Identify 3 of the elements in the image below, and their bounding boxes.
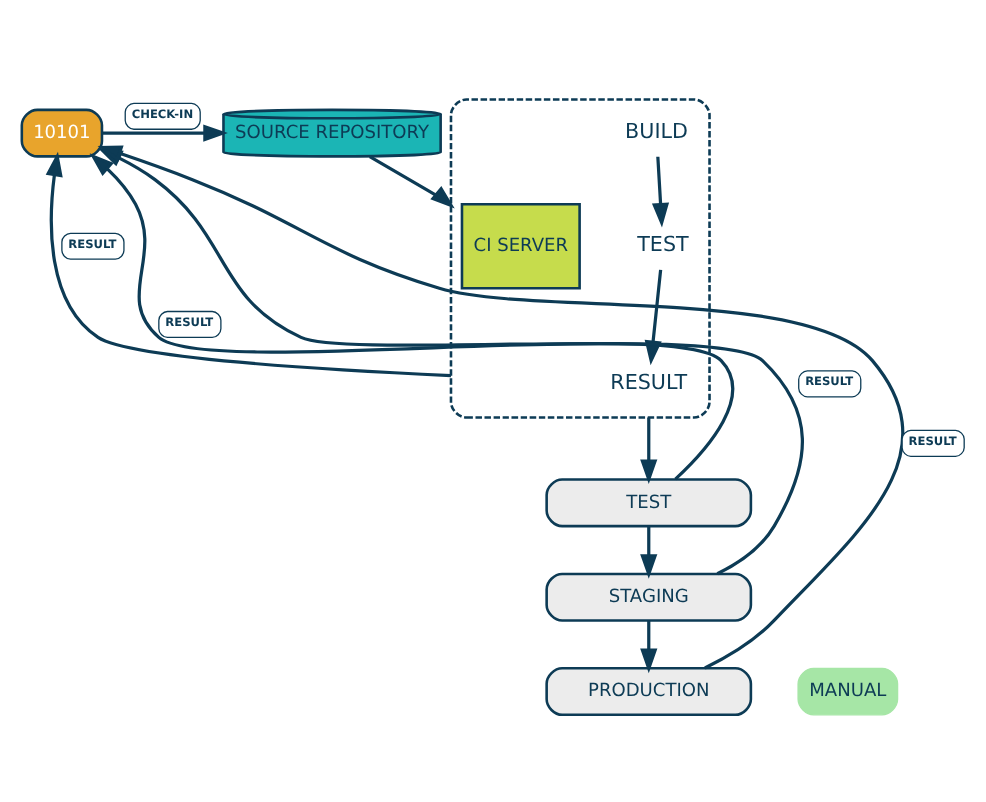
node-text: TEST (637, 232, 689, 257)
node-text: BUILD (625, 119, 688, 144)
node-text: RESULT (610, 369, 688, 394)
